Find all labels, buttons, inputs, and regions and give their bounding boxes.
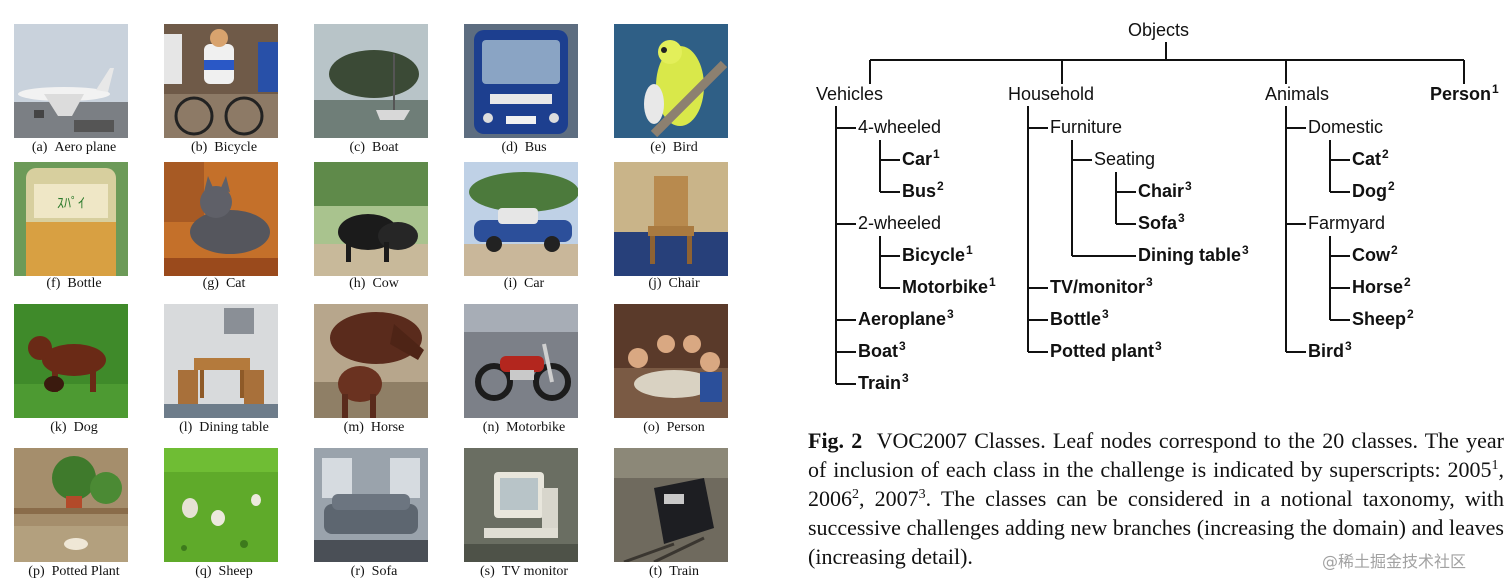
- node-domestic: Domestic: [1308, 117, 1384, 137]
- leaf-bottle: Bottle3: [1050, 307, 1109, 329]
- node-seating: Seating: [1094, 149, 1156, 169]
- leaf-boat: Boat3: [858, 339, 906, 361]
- leaf-sheep: Sheep2: [1352, 307, 1414, 329]
- cow-image: [314, 162, 428, 276]
- image-caption: (g) Cat: [202, 276, 246, 291]
- leaf-car: Car1: [902, 147, 940, 169]
- leaf-aeroplane: Aeroplane3: [858, 307, 954, 329]
- image-caption: (b) Bicycle: [190, 140, 258, 155]
- dining-table-image: [164, 304, 278, 418]
- image-grid: (a) Aero plane (b) Bicycle (c) Boat (d) …: [14, 24, 728, 579]
- image-caption: (s) TV monitor: [479, 564, 569, 579]
- figure-label: Fig. 2: [808, 428, 863, 453]
- image-caption: (d) Bus: [501, 140, 547, 155]
- node-household: Household: [1008, 84, 1095, 104]
- image-caption: (n) Motorbike: [482, 420, 566, 435]
- leaf-person: Person1: [1430, 82, 1499, 104]
- bottle-image: ｽﾊﾟｲ: [14, 162, 128, 276]
- image-caption: (f) Bottle: [46, 276, 102, 291]
- taxonomy-tree: Objects Vehicles 4-wheeled Car1 Bus2 2-w…: [780, 0, 1512, 420]
- node-furniture: Furniture: [1050, 117, 1123, 137]
- image-caption: (k) Dog: [50, 420, 98, 435]
- node-objects: Objects: [1128, 20, 1190, 40]
- node-4-wheeled: 4-wheeled: [858, 117, 942, 137]
- bus-image: [464, 24, 578, 138]
- leaf-motorbike: Motorbike1: [902, 275, 996, 297]
- leaf-cow: Cow2: [1352, 243, 1398, 265]
- person-image: [614, 304, 728, 418]
- leaf-sofa: Sofa3: [1138, 211, 1185, 233]
- leaf-cat: Cat2: [1352, 147, 1389, 169]
- image-caption: (h) Cow: [349, 276, 399, 291]
- image-caption: (o) Person: [643, 420, 705, 435]
- image-caption: (i) Car: [503, 276, 545, 291]
- image-caption: (l) Dining table: [179, 420, 269, 435]
- train-image: [614, 448, 728, 562]
- bicycle-image: [164, 24, 278, 138]
- node-vehicles: Vehicles: [816, 84, 884, 104]
- image-caption: (p) Potted Plant: [28, 564, 120, 579]
- tv-monitor-image: [464, 448, 578, 562]
- image-caption: (c) Boat: [349, 140, 399, 155]
- figure-caption: Fig. 2 VOC2007 Classes. Leaf nodes corre…: [808, 428, 1504, 569]
- node-animals: Animals: [1265, 84, 1330, 104]
- tree-connector-lines: [835, 42, 1465, 385]
- image-caption: (j) Chair: [648, 276, 700, 291]
- potted-plant-image: [14, 448, 128, 562]
- image-caption: (t) Train: [648, 564, 700, 579]
- leaf-chair: Chair3: [1138, 179, 1192, 201]
- leaf-train: Train3: [858, 371, 909, 393]
- leaf-bus: Bus2: [902, 179, 944, 201]
- car-image: [464, 162, 578, 276]
- leaf-bicycle: Bicycle1: [902, 243, 973, 265]
- leaf-potted-plant: Potted plant3: [1050, 339, 1162, 361]
- leaf-tv-monitor: TV/monitor3: [1050, 275, 1153, 297]
- cat-image: [164, 162, 278, 276]
- svg-text:ｽﾊﾟｲ: ｽﾊﾟｲ: [57, 196, 85, 212]
- leaf-bird: Bird3: [1308, 339, 1352, 361]
- boat-image: [314, 24, 428, 138]
- image-caption: (r) Sofa: [350, 564, 398, 579]
- leaf-dining-table: Dining table3: [1138, 243, 1249, 265]
- leaf-horse: Horse2: [1352, 275, 1411, 297]
- horse-image: [314, 304, 428, 418]
- leaf-dog: Dog2: [1352, 179, 1395, 201]
- image-caption: (e) Bird: [650, 140, 698, 155]
- image-caption: (q) Sheep: [195, 564, 253, 579]
- aeroplane-image: [14, 24, 128, 138]
- node-2-wheeled: 2-wheeled: [858, 213, 942, 233]
- dog-image: [14, 304, 128, 418]
- sheep-image: [164, 448, 278, 562]
- image-caption: (m) Horse: [343, 420, 405, 435]
- sofa-image: [314, 448, 428, 562]
- watermark: @稀土掘金技术社区: [1322, 552, 1467, 571]
- motorbike-image: [464, 304, 578, 418]
- bird-image: [614, 24, 728, 138]
- chair-image: [614, 162, 728, 276]
- image-caption: (a) Aero plane: [31, 140, 117, 155]
- node-farmyard: Farmyard: [1308, 213, 1386, 233]
